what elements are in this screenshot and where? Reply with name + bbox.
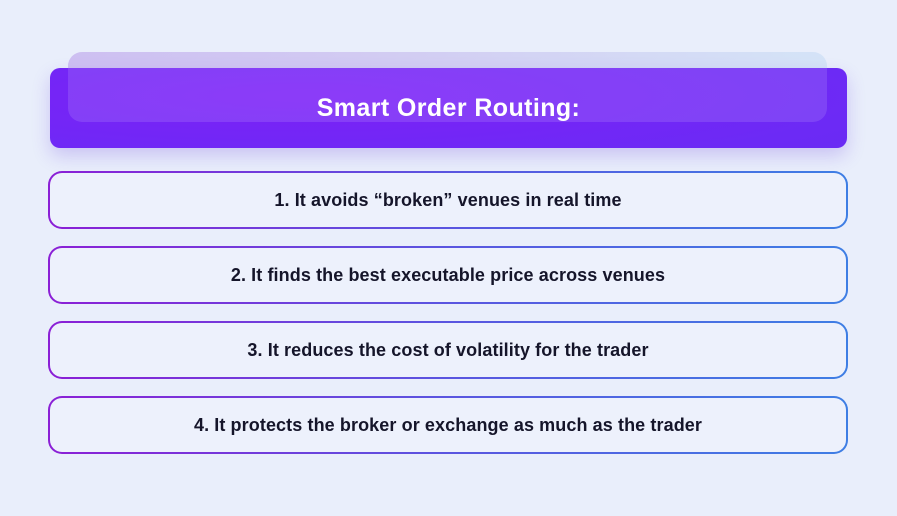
header-banner: Smart Order Routing: [50, 68, 847, 148]
list-item-surface: 3. It reduces the cost of volatility for… [50, 323, 846, 377]
list-item: 1. It avoids “broken” venues in real tim… [48, 171, 848, 229]
list-item-surface: 2. It finds the best executable price ac… [50, 248, 846, 302]
list-item-surface: 4. It protects the broker or exchange as… [50, 398, 846, 452]
benefits-list: 1. It avoids “broken” venues in real tim… [48, 171, 848, 471]
list-item-text: 1. It avoids “broken” venues in real tim… [274, 189, 622, 210]
list-item: 2. It finds the best executable price ac… [48, 246, 848, 304]
list-item-text: 3. It reduces the cost of volatility for… [247, 339, 649, 360]
list-item: 4. It protects the broker or exchange as… [48, 396, 848, 454]
list-item-surface: 1. It avoids “broken” venues in real tim… [50, 173, 846, 227]
list-item-text: 2. It finds the best executable price ac… [230, 264, 666, 285]
page-title: Smart Order Routing: [316, 93, 581, 122]
list-item: 3. It reduces the cost of volatility for… [48, 321, 848, 379]
list-item-text: 4. It protects the broker or exchange as… [193, 414, 703, 435]
